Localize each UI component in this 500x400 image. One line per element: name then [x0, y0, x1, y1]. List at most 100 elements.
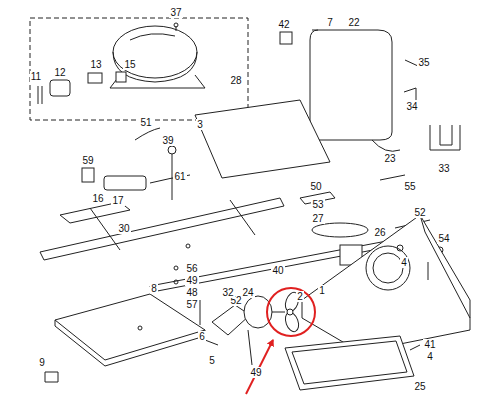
compressor	[110, 23, 205, 88]
compressor	[130, 34, 175, 40]
drier-and-hose	[82, 128, 190, 200]
evaporator-coil	[195, 100, 330, 178]
base-plate	[55, 294, 205, 360]
fan-shroud	[302, 215, 470, 352]
callout-number: 49	[185, 275, 198, 286]
callout-number: 33	[437, 163, 450, 174]
compressor	[174, 23, 178, 27]
callout-number: 4	[400, 257, 408, 268]
callout-number: 50	[309, 181, 322, 192]
callout-number: 32	[221, 287, 234, 298]
callout-number: 4	[426, 351, 434, 362]
callout-number: 55	[403, 181, 416, 192]
relay-parts	[116, 72, 126, 82]
callout-number: 11	[30, 71, 42, 82]
callout-number: 9	[38, 357, 46, 368]
callout-number: 17	[111, 195, 124, 206]
callout-number: 49	[249, 367, 262, 378]
base-plate	[138, 326, 142, 330]
callout-number: 24	[241, 287, 254, 298]
sensors	[430, 125, 460, 150]
callout-number: 7	[326, 17, 334, 28]
fan-shroud	[366, 246, 410, 290]
base-frame	[40, 198, 284, 260]
dashed-group-box	[30, 18, 248, 120]
callout-number: 22	[347, 17, 360, 28]
drier-and-hose	[104, 176, 146, 190]
drain-pan	[285, 336, 414, 390]
callout-number: 28	[229, 75, 242, 86]
callout-number: 15	[123, 59, 136, 70]
condenser-coil	[310, 30, 392, 140]
sensors	[372, 140, 400, 151]
callout-number: 39	[161, 135, 174, 146]
highlight-circle	[267, 288, 315, 336]
base-frame	[90, 200, 255, 250]
relay-parts	[38, 86, 42, 104]
fan-motor	[205, 296, 285, 365]
callout-number: 37	[169, 7, 182, 18]
highlight-circle	[246, 340, 273, 394]
callout-number: 54	[437, 233, 450, 244]
callout-number: 6	[198, 331, 206, 342]
callout-number: 40	[271, 265, 284, 276]
screws	[174, 266, 178, 270]
callout-number: 16	[91, 193, 104, 204]
callout-number: 34	[405, 101, 418, 112]
condenser-coil	[280, 32, 292, 44]
callout-number: 25	[413, 381, 426, 392]
callout-number: 35	[417, 57, 430, 68]
drier-and-hose	[82, 168, 94, 182]
base-frame	[186, 244, 190, 248]
evaporator-coil	[195, 100, 330, 178]
fan-shroud	[397, 245, 403, 251]
drain-pan	[292, 341, 407, 384]
callout-number: 1	[318, 285, 326, 296]
sensors	[372, 60, 460, 180]
screws	[174, 262, 428, 350]
bracket-and-harness	[312, 223, 368, 237]
callout-number: 51	[139, 117, 152, 128]
relay-parts	[38, 72, 126, 104]
fan-shroud	[373, 253, 403, 283]
screws	[174, 280, 178, 284]
callout-number: 26	[373, 227, 386, 238]
sensors	[380, 175, 405, 180]
screws	[200, 262, 428, 350]
drain-pan	[285, 336, 414, 390]
base-plate	[55, 320, 205, 366]
callout-number: 27	[311, 213, 324, 224]
callout-number: 53	[311, 199, 324, 210]
foot	[45, 372, 58, 382]
dashed-group-box	[30, 18, 248, 120]
callout-number: 61	[173, 171, 186, 182]
callout-number: 23	[383, 153, 396, 164]
callout-number: 59	[81, 155, 94, 166]
drier-and-hose	[172, 154, 173, 200]
callout-number: 52	[413, 207, 426, 218]
callout-number: 2	[296, 291, 304, 302]
base-plate	[55, 294, 205, 366]
callout-number: 3	[196, 119, 204, 130]
sensors	[404, 60, 418, 100]
callout-number: 8	[150, 283, 158, 294]
callout-number: 42	[277, 19, 290, 30]
callout-number: 48	[185, 287, 198, 298]
callout-number: 56	[185, 263, 198, 274]
compressor	[113, 26, 197, 78]
callout-number: 5	[208, 355, 216, 366]
fan-blade	[287, 309, 293, 315]
callout-number: 41	[423, 339, 436, 350]
fan-motor	[205, 330, 252, 365]
compressor	[113, 52, 197, 82]
relay-parts	[88, 73, 102, 83]
callout-number: 13	[89, 59, 102, 70]
drier-and-hose	[135, 128, 160, 140]
fan-motor	[272, 312, 285, 313]
fan-shroud	[302, 215, 470, 352]
foot	[45, 372, 58, 382]
callout-number: 12	[53, 67, 66, 78]
callout-number: 30	[117, 223, 130, 234]
relay-parts	[50, 80, 70, 96]
